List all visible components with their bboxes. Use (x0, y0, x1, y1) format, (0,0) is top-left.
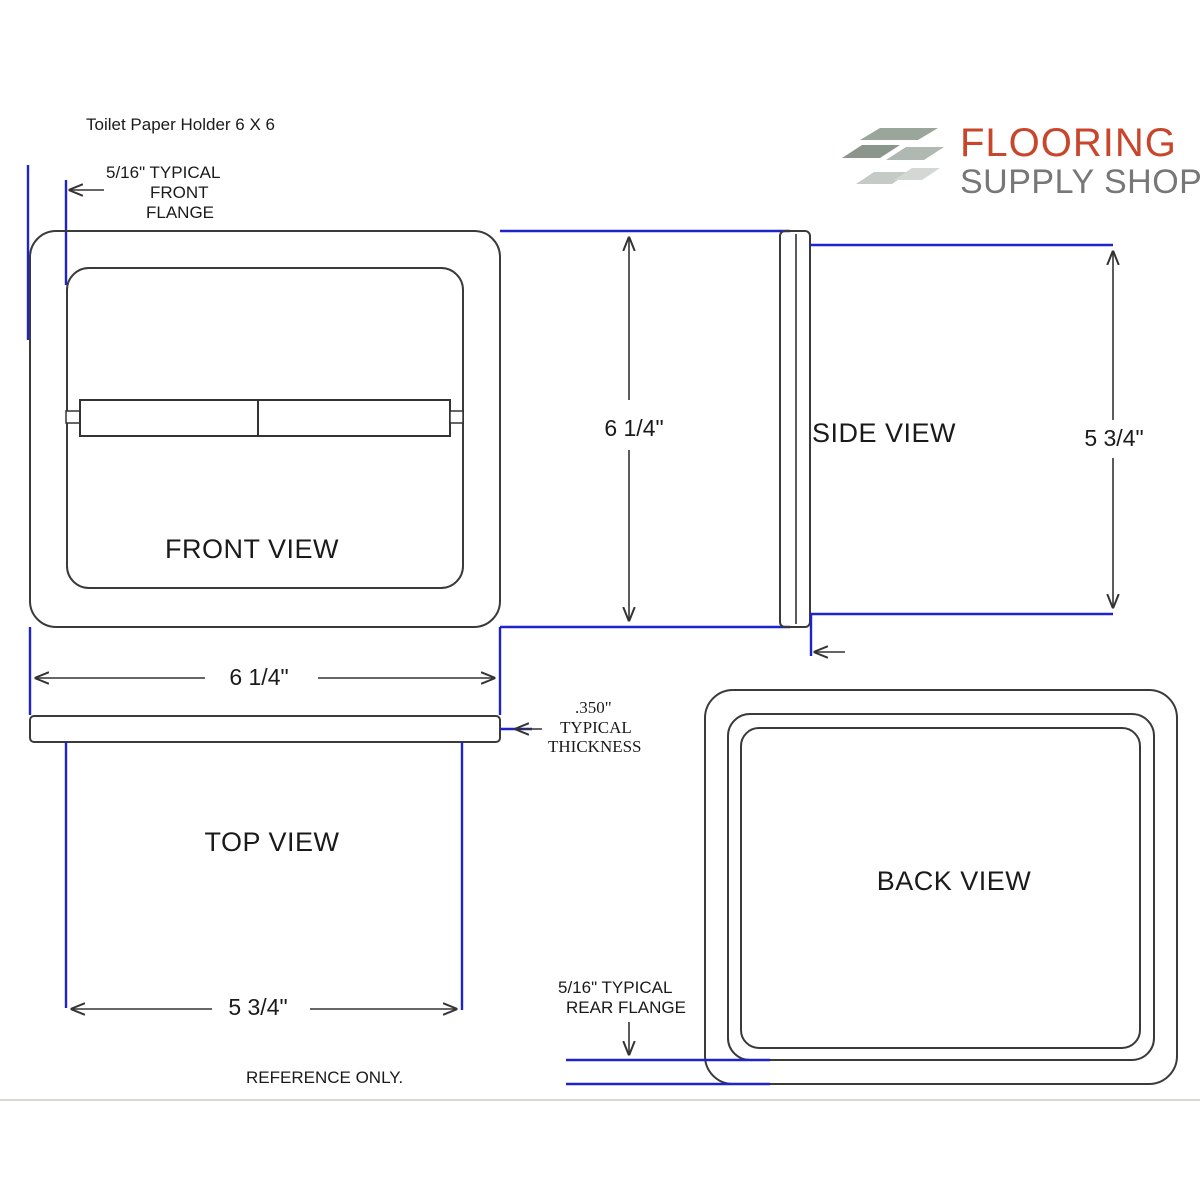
paper-roller (65, 399, 464, 437)
thickness-line-3: THICKNESS (548, 737, 642, 756)
back-middle-frame (727, 713, 1155, 1061)
side-view: SIDE VIEW 5 3/4" (779, 230, 1144, 656)
side-flange (779, 230, 811, 628)
rear-flange-note: 5/16" TYPICAL REAR FLANGE (558, 978, 770, 1086)
back-view: BACK VIEW (704, 689, 1178, 1085)
side-view-label: SIDE VIEW (812, 418, 956, 448)
front-flange-note: 5/16" TYPICAL FRONT FLANGE (26, 163, 220, 340)
top-depth-label: 5 3/4" (228, 994, 287, 1020)
front-flange-line-3: FLANGE (146, 203, 214, 222)
logo: FLOORING SUPPLY SHOP (842, 121, 1200, 201)
thickness-line-2: TYPICAL (560, 718, 632, 737)
front-width-dimension: 6 1/4" (28, 627, 502, 715)
drawing-title: Toilet Paper Holder 6 X 6 (86, 115, 275, 134)
rear-flange-line-2: REAR FLANGE (566, 998, 686, 1017)
front-flange-line-1: 5/16" TYPICAL (106, 163, 220, 182)
thickness-line-1: .350" (575, 698, 612, 717)
rear-flange-line-1: 5/16" TYPICAL (558, 978, 672, 997)
front-width-label: 6 1/4" (229, 664, 288, 690)
top-view: .350" TYPICAL THICKNESS TOP VIEW 5 3/4" (29, 698, 642, 1020)
reference-note: REFERENCE ONLY. (246, 1068, 403, 1087)
front-view-label: FRONT VIEW (165, 534, 339, 564)
back-inner-box (740, 727, 1141, 1049)
front-outer-frame (29, 230, 501, 628)
front-flange-line-2: FRONT (150, 183, 209, 202)
front-height-dimension: 6 1/4" (500, 229, 790, 629)
logo-mark-icon (842, 128, 944, 184)
back-view-label: BACK VIEW (877, 866, 1032, 896)
back-outer-frame (704, 689, 1178, 1085)
logo-line-1: FLOORING (960, 121, 1177, 165)
top-view-label: TOP VIEW (204, 827, 339, 857)
top-flange (29, 715, 501, 743)
logo-line-2: SUPPLY SHOP (960, 163, 1200, 201)
front-inner-recess (66, 267, 464, 589)
front-height-label: 6 1/4" (604, 415, 663, 441)
side-depth-label: 5 3/4" (1084, 425, 1143, 451)
front-view: FRONT VIEW (29, 230, 501, 628)
